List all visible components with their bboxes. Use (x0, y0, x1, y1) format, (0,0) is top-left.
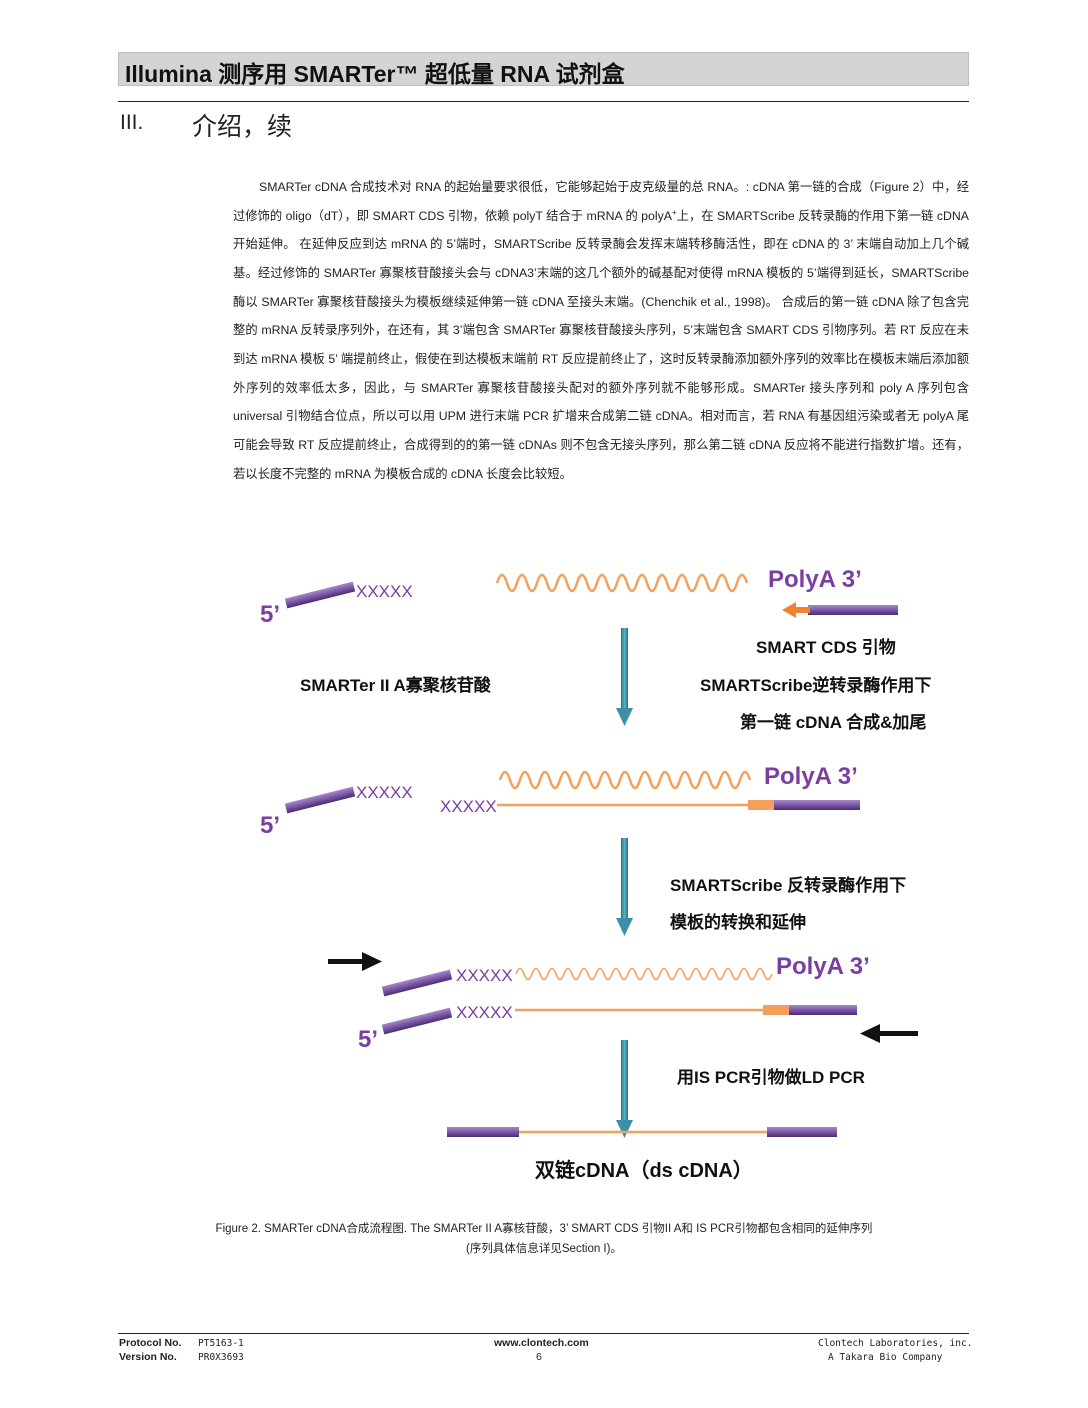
mrna-wave-3 (515, 967, 773, 981)
cds-primer-bar (808, 605, 898, 615)
down-arrow-3 (616, 1040, 633, 1138)
polya-label: PolyA 3’ (768, 566, 862, 593)
oligo-bar (284, 581, 356, 609)
smarter-oligo-label: SMARTer II A寡聚核苷酸 (300, 675, 492, 695)
five-prime-label-2: 5’ (260, 812, 280, 839)
first-strand-purple-segment-3 (789, 1005, 857, 1015)
cds-primer-arrowhead (782, 602, 810, 618)
section-number: III. (120, 111, 144, 134)
five-prime-label: 5’ (260, 601, 280, 628)
page-number: 6 (536, 1351, 542, 1363)
protocol-value: PT5163-1 (198, 1338, 244, 1349)
mrna-wave (495, 573, 749, 593)
body-text-part2: 上，在 SMARTScribe 反转录酶的作用下第一链 cDNA 开始延伸。 在… (233, 208, 969, 481)
section-title: 介绍，续 (192, 113, 293, 141)
mrna-wave-2 (498, 770, 752, 790)
figure-caption-line2: (序列具体信息详见Section I)。 (466, 1243, 622, 1255)
oligo-bar-2 (284, 786, 356, 814)
polya-label-2: PolyA 3’ (764, 763, 858, 790)
ds-cdna-right-bar (767, 1127, 837, 1137)
oligo-bar-3a (381, 969, 453, 997)
xxxxx-label-5: XXXXX (456, 1003, 513, 1022)
protocol-label: Protocol No. (119, 1337, 182, 1349)
smart-cds-label: SMART CDS 引物 (756, 637, 896, 657)
stage-3: XXXXX XXXXX PolyA 3’ 5’ 用IS PCR引物做LD PCR (328, 952, 918, 1138)
header-bar: Illumina 测序用 SMARTer™ 超低量 RNA 试剂盒 (118, 52, 969, 87)
step1-label-line2: 第一链 cDNA 合成&加尾 (740, 712, 926, 732)
body-paragraph: SMARTer cDNA 合成技术对 RNA 的起始量要求很低，它能够起始于皮克… (233, 173, 969, 488)
version-label: Version No. (119, 1351, 177, 1363)
ds-cdna: 双链cDNA（ds cDNA） (447, 1127, 837, 1182)
ds-cdna-label: 双链cDNA（ds cDNA） (535, 1158, 753, 1182)
down-arrow-1 (616, 628, 633, 726)
body-text-part1: SMARTer cDNA 合成技术对 RNA 的起始量要求很低，它能够起始于皮克… (233, 180, 969, 223)
xxxxx-label-4: XXXXX (456, 966, 513, 985)
company-subtitle: A Takara Bio Company (828, 1352, 943, 1363)
figure-caption-line1: Figure 2. SMARTer cDNA合成流程图. The SMARTer… (215, 1223, 873, 1235)
step2-label-line2: 模板的转换和延伸 (670, 912, 806, 932)
stage-2: XXXXX 5’ PolyA 3’ XXXXX SMARTScribe 反转录酶… (260, 763, 906, 936)
document-title: Illumina 测序用 SMARTer™ 超低量 RNA 试剂盒 (125, 61, 625, 87)
header-rule (118, 101, 969, 102)
first-strand-orange-segment-3 (763, 1005, 789, 1015)
five-prime-label-3: 5’ (358, 1026, 378, 1053)
smarter-cdna-synthesis-diagram: XXXXX 5’ PolyA 3’ SMART CDS 引物 SMARTer I… (260, 566, 931, 1182)
forward-primer-arrow (328, 952, 382, 971)
step2-label-line1: SMARTScribe 反转录酶作用下 (670, 875, 906, 895)
first-strand-orange-segment (748, 800, 774, 810)
first-strand-purple-segment (774, 800, 860, 810)
down-arrow-2 (616, 838, 633, 936)
xxxxx-label-2: XXXXX (356, 783, 413, 802)
xxxxx-label: XXXXX (356, 582, 413, 601)
body-superscript: + (671, 207, 677, 217)
reverse-primer-arrow (860, 1024, 918, 1043)
polya-label-3: PolyA 3’ (776, 953, 870, 980)
step1-label-line1: SMARTScribe逆转录酶作用下 (700, 675, 931, 695)
company-name: Clontech Laboratories, inc. (818, 1338, 973, 1349)
website-link[interactable]: www.clontech.com (494, 1337, 589, 1349)
step3-label: 用IS PCR引物做LD PCR (677, 1067, 865, 1087)
stage-1: XXXXX 5’ PolyA 3’ SMART CDS 引物 SMARTer I… (260, 566, 931, 732)
footer-rule (118, 1333, 969, 1334)
oligo-bar-3b (381, 1007, 453, 1035)
version-value: PR0X3693 (198, 1352, 244, 1363)
xxxxx-label-3: XXXXX (440, 797, 497, 816)
ds-cdna-left-bar (447, 1127, 519, 1137)
